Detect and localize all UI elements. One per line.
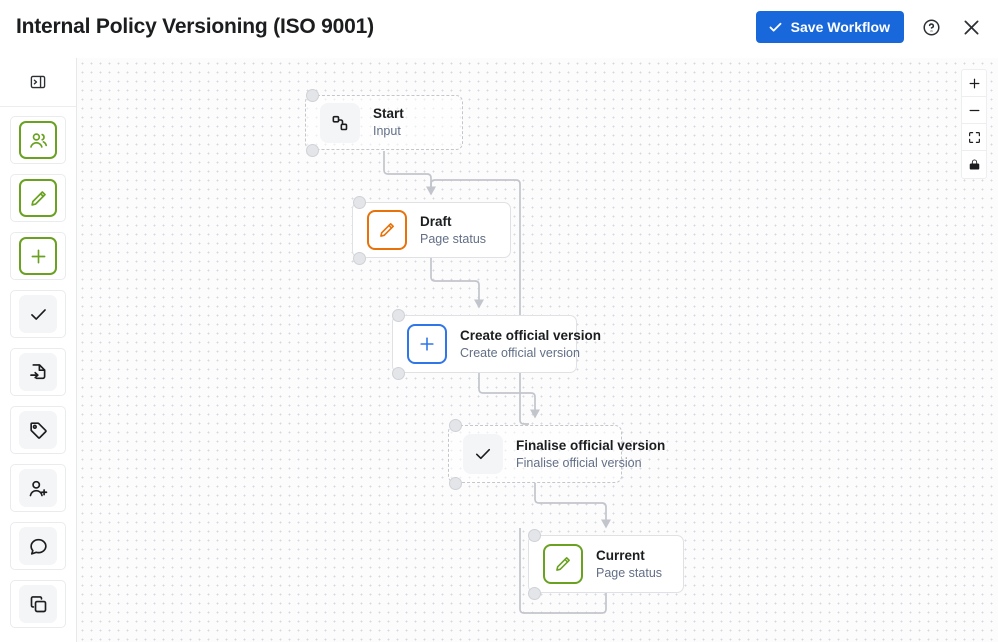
zoom-out-icon	[968, 104, 981, 117]
help-button[interactable]	[918, 14, 944, 40]
plus-icon	[407, 324, 447, 364]
comment-icon	[19, 527, 57, 565]
file-import-icon	[19, 353, 57, 391]
node-handle-top[interactable]	[305, 88, 319, 102]
node-title: Finalise official version	[516, 437, 666, 453]
close-button[interactable]	[958, 14, 984, 40]
lock-icon	[968, 158, 981, 171]
rail-item-create[interactable]	[10, 232, 66, 280]
help-circle-icon	[922, 18, 941, 37]
save-workflow-label: Save Workflow	[790, 19, 890, 35]
fit-view-icon	[968, 131, 981, 144]
node-handle-bottom[interactable]	[392, 366, 405, 380]
pencil-icon	[367, 210, 407, 250]
pencil-icon	[19, 179, 57, 217]
edge-layer	[383, 151, 612, 614]
node-subtitle: Create official version	[460, 345, 580, 360]
page-title: Internal Policy Versioning (ISO 9001)	[16, 15, 374, 38]
rail-item-page-status[interactable]	[10, 174, 66, 222]
rail-item-users[interactable]	[10, 116, 66, 164]
node-handle-top[interactable]	[353, 195, 366, 209]
user-add-icon	[19, 469, 57, 507]
node-subtitle: Page status	[596, 565, 663, 580]
node-title: Start	[373, 106, 404, 121]
zoom-out-button[interactable]	[962, 97, 986, 124]
workflow-node-icon	[320, 102, 360, 143]
pencil-icon	[543, 544, 583, 584]
node-title: Create official version	[460, 327, 602, 343]
rail-item-comment[interactable]	[10, 522, 66, 570]
rail-item-publish[interactable]	[10, 348, 66, 396]
node-handle-bottom[interactable]	[353, 251, 366, 265]
node-title: Draft	[420, 213, 452, 229]
node-handle-top[interactable]	[448, 418, 462, 432]
zoom-in-button[interactable]	[962, 70, 986, 97]
panel-expand-icon	[29, 73, 47, 91]
node-subtitle: Page status	[420, 231, 487, 246]
tag-icon	[19, 411, 57, 449]
check-icon	[463, 434, 503, 474]
canvas-zoom-controls	[961, 69, 987, 179]
node-handle-top[interactable]	[527, 528, 541, 542]
rail-item-list	[0, 107, 76, 628]
node-title: Current	[596, 547, 645, 563]
node-handle-bottom[interactable]	[448, 476, 462, 490]
app-header: Internal Policy Versioning (ISO 9001) Sa…	[0, 0, 998, 58]
rail-header	[0, 58, 76, 107]
node-subtitle: Finalise official version	[516, 455, 642, 470]
check-icon	[768, 20, 783, 35]
node-handle-bottom[interactable]	[305, 143, 319, 157]
rail-item-assign[interactable]	[10, 464, 66, 512]
lock-canvas-button[interactable]	[962, 151, 986, 178]
node-handle-top[interactable]	[392, 308, 405, 322]
rail-item-approve[interactable]	[10, 290, 66, 338]
close-icon	[961, 17, 982, 38]
node-handle-bottom[interactable]	[527, 586, 541, 600]
rail-item-label[interactable]	[10, 406, 66, 454]
copy-icon	[19, 585, 57, 623]
node-subtitle: Input	[373, 124, 401, 138]
check-icon	[19, 295, 57, 333]
zoom-in-icon	[968, 77, 981, 90]
rail-item-copy[interactable]	[10, 580, 66, 628]
header-actions: Save Workflow	[755, 11, 984, 43]
fit-view-button[interactable]	[962, 124, 986, 151]
save-workflow-button[interactable]: Save Workflow	[755, 11, 904, 43]
plus-icon	[19, 237, 57, 275]
node-palette-rail	[0, 58, 77, 642]
panel-expand-button[interactable]	[25, 69, 51, 95]
users-icon	[19, 121, 57, 159]
